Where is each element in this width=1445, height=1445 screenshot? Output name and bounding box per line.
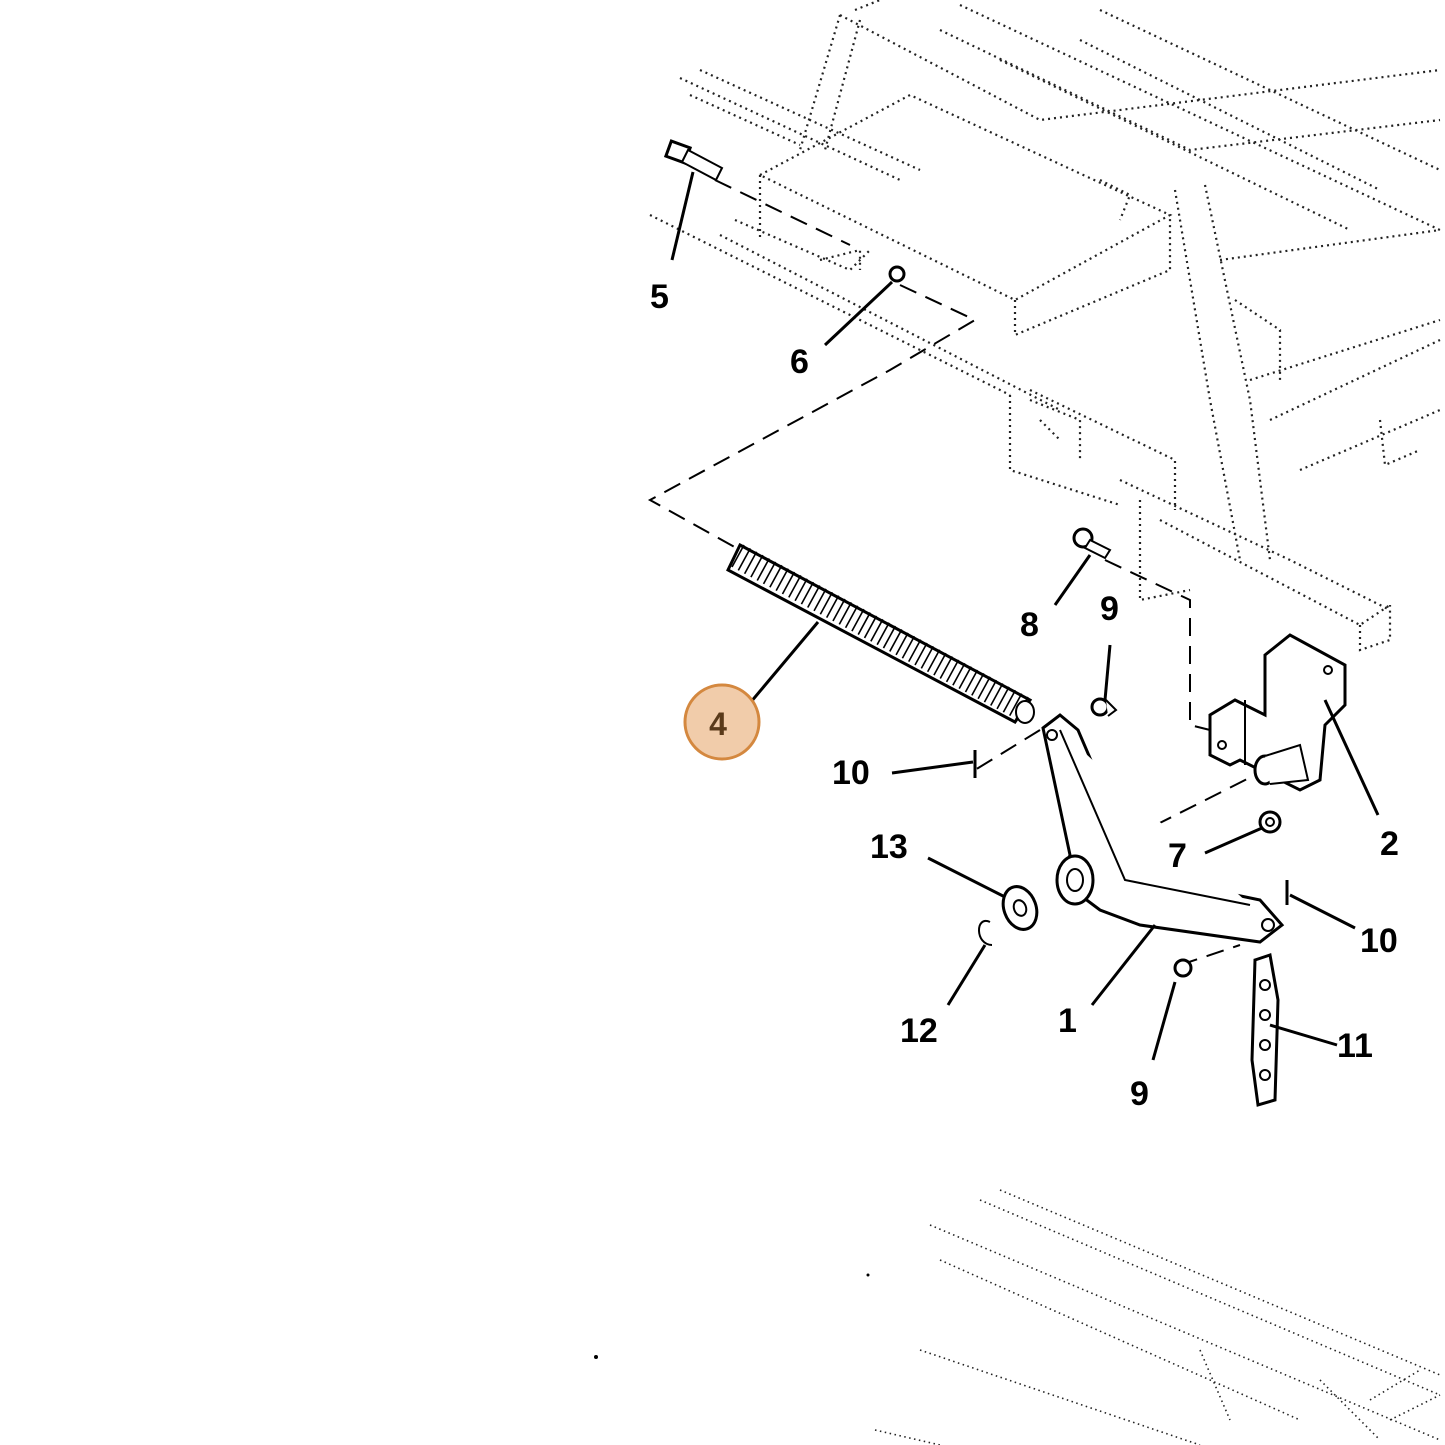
- spring-coil: [964, 669, 979, 693]
- callout-9-lower: 9: [1130, 1075, 1149, 1113]
- clip-part-12: [978, 919, 993, 946]
- spring-coil: [990, 683, 1004, 706]
- spring-coil: [958, 666, 972, 689]
- spring-coil: [851, 608, 865, 632]
- bolt-part-8: [1072, 527, 1112, 560]
- frame-outline: [649, 0, 1441, 652]
- pin-part-9-upper: [1090, 697, 1118, 717]
- spring-coil: [1008, 693, 1023, 717]
- washer-part-13: [1001, 885, 1039, 931]
- spring-coil: [926, 649, 941, 673]
- spring-coil: [914, 642, 928, 666]
- spring-coil: [920, 645, 935, 669]
- spring-coil: [762, 561, 777, 585]
- spring-coil: [876, 622, 890, 646]
- spring-coil: [939, 656, 953, 679]
- callout-8: 8: [1020, 606, 1039, 644]
- callout-9-upper: 9: [1100, 590, 1119, 628]
- callout-5: 5: [650, 278, 669, 316]
- callout-6: 6: [790, 343, 809, 381]
- spring-coil: [945, 659, 960, 683]
- callout-11: 11: [1337, 1027, 1373, 1065]
- spring-coil: [832, 598, 846, 622]
- spring-coil: [737, 547, 752, 571]
- callout-10-left: 10: [832, 754, 870, 792]
- chain-part-11: [1250, 953, 1280, 1107]
- spring-coil: [901, 635, 916, 659]
- spring-coil: [731, 544, 745, 568]
- highlight-circle: [683, 683, 761, 761]
- callout-1: 1: [1058, 1002, 1077, 1040]
- spring-coil: [775, 568, 789, 592]
- arm-part-1: [1041, 713, 1285, 944]
- spring-coil: [857, 612, 871, 635]
- spring-coil: [781, 571, 796, 595]
- spring-coil: [952, 662, 966, 686]
- spring-coil: [800, 581, 815, 605]
- callout-13: 13: [870, 828, 908, 866]
- spring-coil: [1002, 689, 1017, 713]
- callout-7: 7: [1168, 837, 1187, 875]
- nut-part-6: [888, 265, 906, 283]
- callout-2: 2: [1380, 825, 1399, 863]
- spring-coil: [825, 595, 840, 619]
- callout-10-right: 10: [1360, 922, 1398, 960]
- spring-coil: [933, 652, 947, 676]
- spring-coil: [882, 625, 897, 649]
- pin-part-9-lower: [1173, 958, 1193, 978]
- spring-coil: [889, 629, 903, 652]
- lower-frame-outline: [874, 1189, 1441, 1445]
- spring-coil: [996, 686, 1010, 710]
- spring-coil: [863, 615, 878, 639]
- highlighted-callout-4[interactable]: 4: [683, 683, 761, 761]
- spring-coil: [750, 554, 764, 578]
- spring-coil: [844, 605, 859, 629]
- callout-12: 12: [900, 1012, 938, 1050]
- spring-coil: [977, 676, 991, 700]
- spring-coil: [743, 551, 758, 575]
- spring-coil: [794, 578, 808, 602]
- spring-coil: [819, 591, 834, 615]
- callout-4: 4: [709, 706, 727, 742]
- spring-coil: [788, 575, 802, 598]
- spring-coil: [838, 602, 852, 625]
- bracket-part-2: [1208, 633, 1347, 792]
- spring-coil: [807, 585, 821, 608]
- nut-part-7: [1258, 810, 1282, 834]
- spring-coil: [971, 672, 985, 696]
- stray-dot: [866, 1273, 870, 1277]
- spring-coil: [983, 679, 998, 703]
- callout-labels: 1 2 5 6 7 8 9 9 10 10 11 12 13: [650, 278, 1399, 1113]
- spring-coil: [813, 588, 827, 612]
- spring-coil: [756, 558, 770, 581]
- spring-coil: [908, 639, 922, 662]
- spring-coil: [870, 618, 884, 642]
- spring-coil: [769, 564, 783, 588]
- spring-coil: [895, 632, 909, 656]
- stray-dot: [594, 1355, 598, 1359]
- bolt-part-5: [663, 139, 724, 182]
- spring-part-4: [726, 542, 1035, 724]
